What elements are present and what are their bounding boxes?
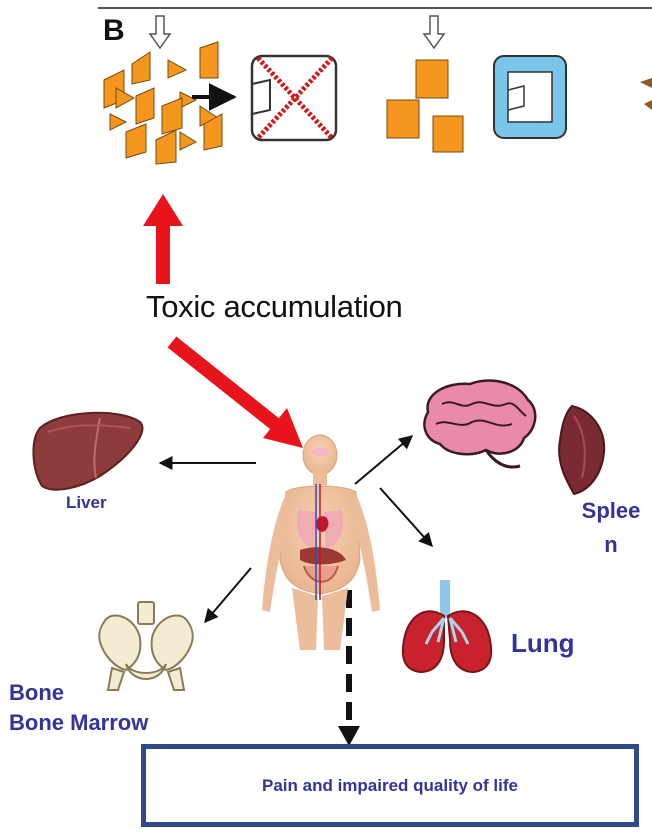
bone-label-line2: Bone Marrow bbox=[9, 708, 148, 738]
brain-icon bbox=[424, 381, 535, 468]
spleen-icon bbox=[559, 406, 604, 494]
input-arrow-2-icon bbox=[424, 16, 444, 48]
human-body-icon bbox=[262, 435, 380, 650]
accumulation-diagonal-arrow bbox=[172, 342, 303, 448]
accumulated-substrate-cluster bbox=[104, 42, 222, 164]
bone-label-line1: Bone bbox=[9, 678, 148, 708]
outcome-text: Pain and impaired quality of life bbox=[262, 776, 518, 796]
partial-shape-right bbox=[640, 78, 652, 110]
defective-lysosome-icon bbox=[252, 56, 336, 140]
lung-label: Lung bbox=[511, 628, 575, 659]
accumulation-up-arrow bbox=[143, 194, 183, 284]
arrow-to-brain bbox=[355, 436, 412, 484]
lung-icon bbox=[403, 580, 491, 672]
arrow-to-bone bbox=[205, 568, 251, 622]
bone-label: Bone Bone Marrow bbox=[9, 678, 148, 738]
functional-lysosome-icon bbox=[494, 56, 566, 138]
arrow-to-outcome-head bbox=[338, 726, 360, 746]
input-arrow-1-icon bbox=[150, 16, 170, 48]
spleen-label: Splee n bbox=[576, 494, 646, 562]
arrow-to-lung bbox=[380, 488, 432, 546]
mechanism-label: Toxic accumulation bbox=[146, 289, 403, 325]
liver-icon bbox=[33, 413, 142, 490]
spleen-label-line1: Splee bbox=[576, 494, 646, 528]
spleen-label-line2: n bbox=[576, 528, 646, 562]
pelvis-bone-icon bbox=[99, 602, 193, 690]
outcome-box: Pain and impaired quality of life bbox=[141, 744, 639, 827]
panel-letter: B bbox=[103, 14, 125, 48]
normal-substrate-group bbox=[387, 60, 463, 152]
liver-label: Liver bbox=[66, 493, 107, 513]
